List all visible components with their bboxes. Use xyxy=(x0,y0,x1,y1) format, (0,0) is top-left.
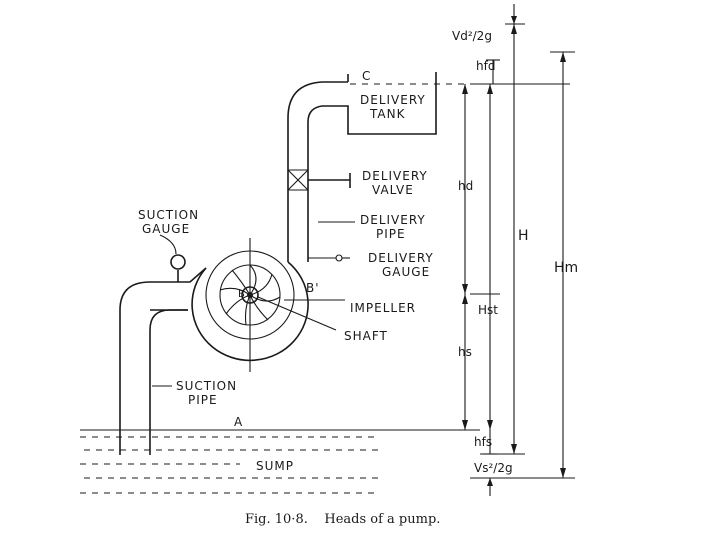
delivery-gauge-label-2: GAUGE xyxy=(382,265,430,279)
shaft-leader xyxy=(257,296,337,331)
delivery-tank-label: DELIVERY xyxy=(360,93,426,107)
point-c-label: C xyxy=(362,69,371,83)
delivery-pipe-label: DELIVERY xyxy=(360,213,426,227)
figure-caption-number: Fig. 10·8. xyxy=(245,512,308,527)
impeller-label: IMPELLER xyxy=(350,301,416,315)
delivery-gauge-label: DELIVERY xyxy=(368,251,434,265)
suction-friction-head-label: hfs xyxy=(474,435,492,449)
manometric-head-label: Hm xyxy=(554,260,578,276)
pump-casing xyxy=(150,238,309,372)
head-dimensions xyxy=(462,4,575,496)
suction-head-label: hs xyxy=(458,345,472,359)
delivery-tank-label-2: TANK xyxy=(369,107,406,121)
delivery-valve-label: DELIVERY xyxy=(362,169,428,183)
delivery-pipe-label-2: PIPE xyxy=(376,227,406,241)
point-b-label: B xyxy=(238,289,246,300)
delivery-head-label: hd xyxy=(458,179,473,193)
pump-heads-diagram: C DELIVERY TANK DELIVERY VALVE DELIVERY … xyxy=(80,4,578,496)
delivery-tank: C DELIVERY TANK xyxy=(347,69,470,135)
suction-pipe-label-2: PIPE xyxy=(188,393,218,407)
sump-label: SUMP xyxy=(256,459,294,473)
suction-gauge-label: SUCTION xyxy=(138,208,199,222)
figure-caption: Fig. 10·8. Heads of a pump. xyxy=(245,512,440,527)
sump-water xyxy=(80,429,480,494)
vd-velocity-head-label: Vd²/2g xyxy=(452,29,492,43)
suction-pipe-label: SUCTION xyxy=(176,379,237,393)
delivery-valve-label-2: VALVE xyxy=(372,183,414,197)
vs-velocity-head-label: Vs²/2g xyxy=(474,461,513,475)
delivery-pipe xyxy=(287,81,351,262)
figure-caption-text: Heads of a pump. xyxy=(324,512,441,527)
suction-pipe xyxy=(119,281,188,455)
total-head-label: H xyxy=(518,228,529,244)
static-head-label: Hst xyxy=(478,303,498,317)
impeller: B xyxy=(219,264,281,326)
suction-gauge-label-2: GAUGE xyxy=(142,222,190,236)
point-b-prime-label: B' xyxy=(306,281,320,295)
point-a-label: A xyxy=(234,415,243,429)
shaft-label: SHAFT xyxy=(344,329,388,343)
suction-gauge xyxy=(159,234,186,282)
delivery-friction-head-label: hfd xyxy=(476,59,495,73)
